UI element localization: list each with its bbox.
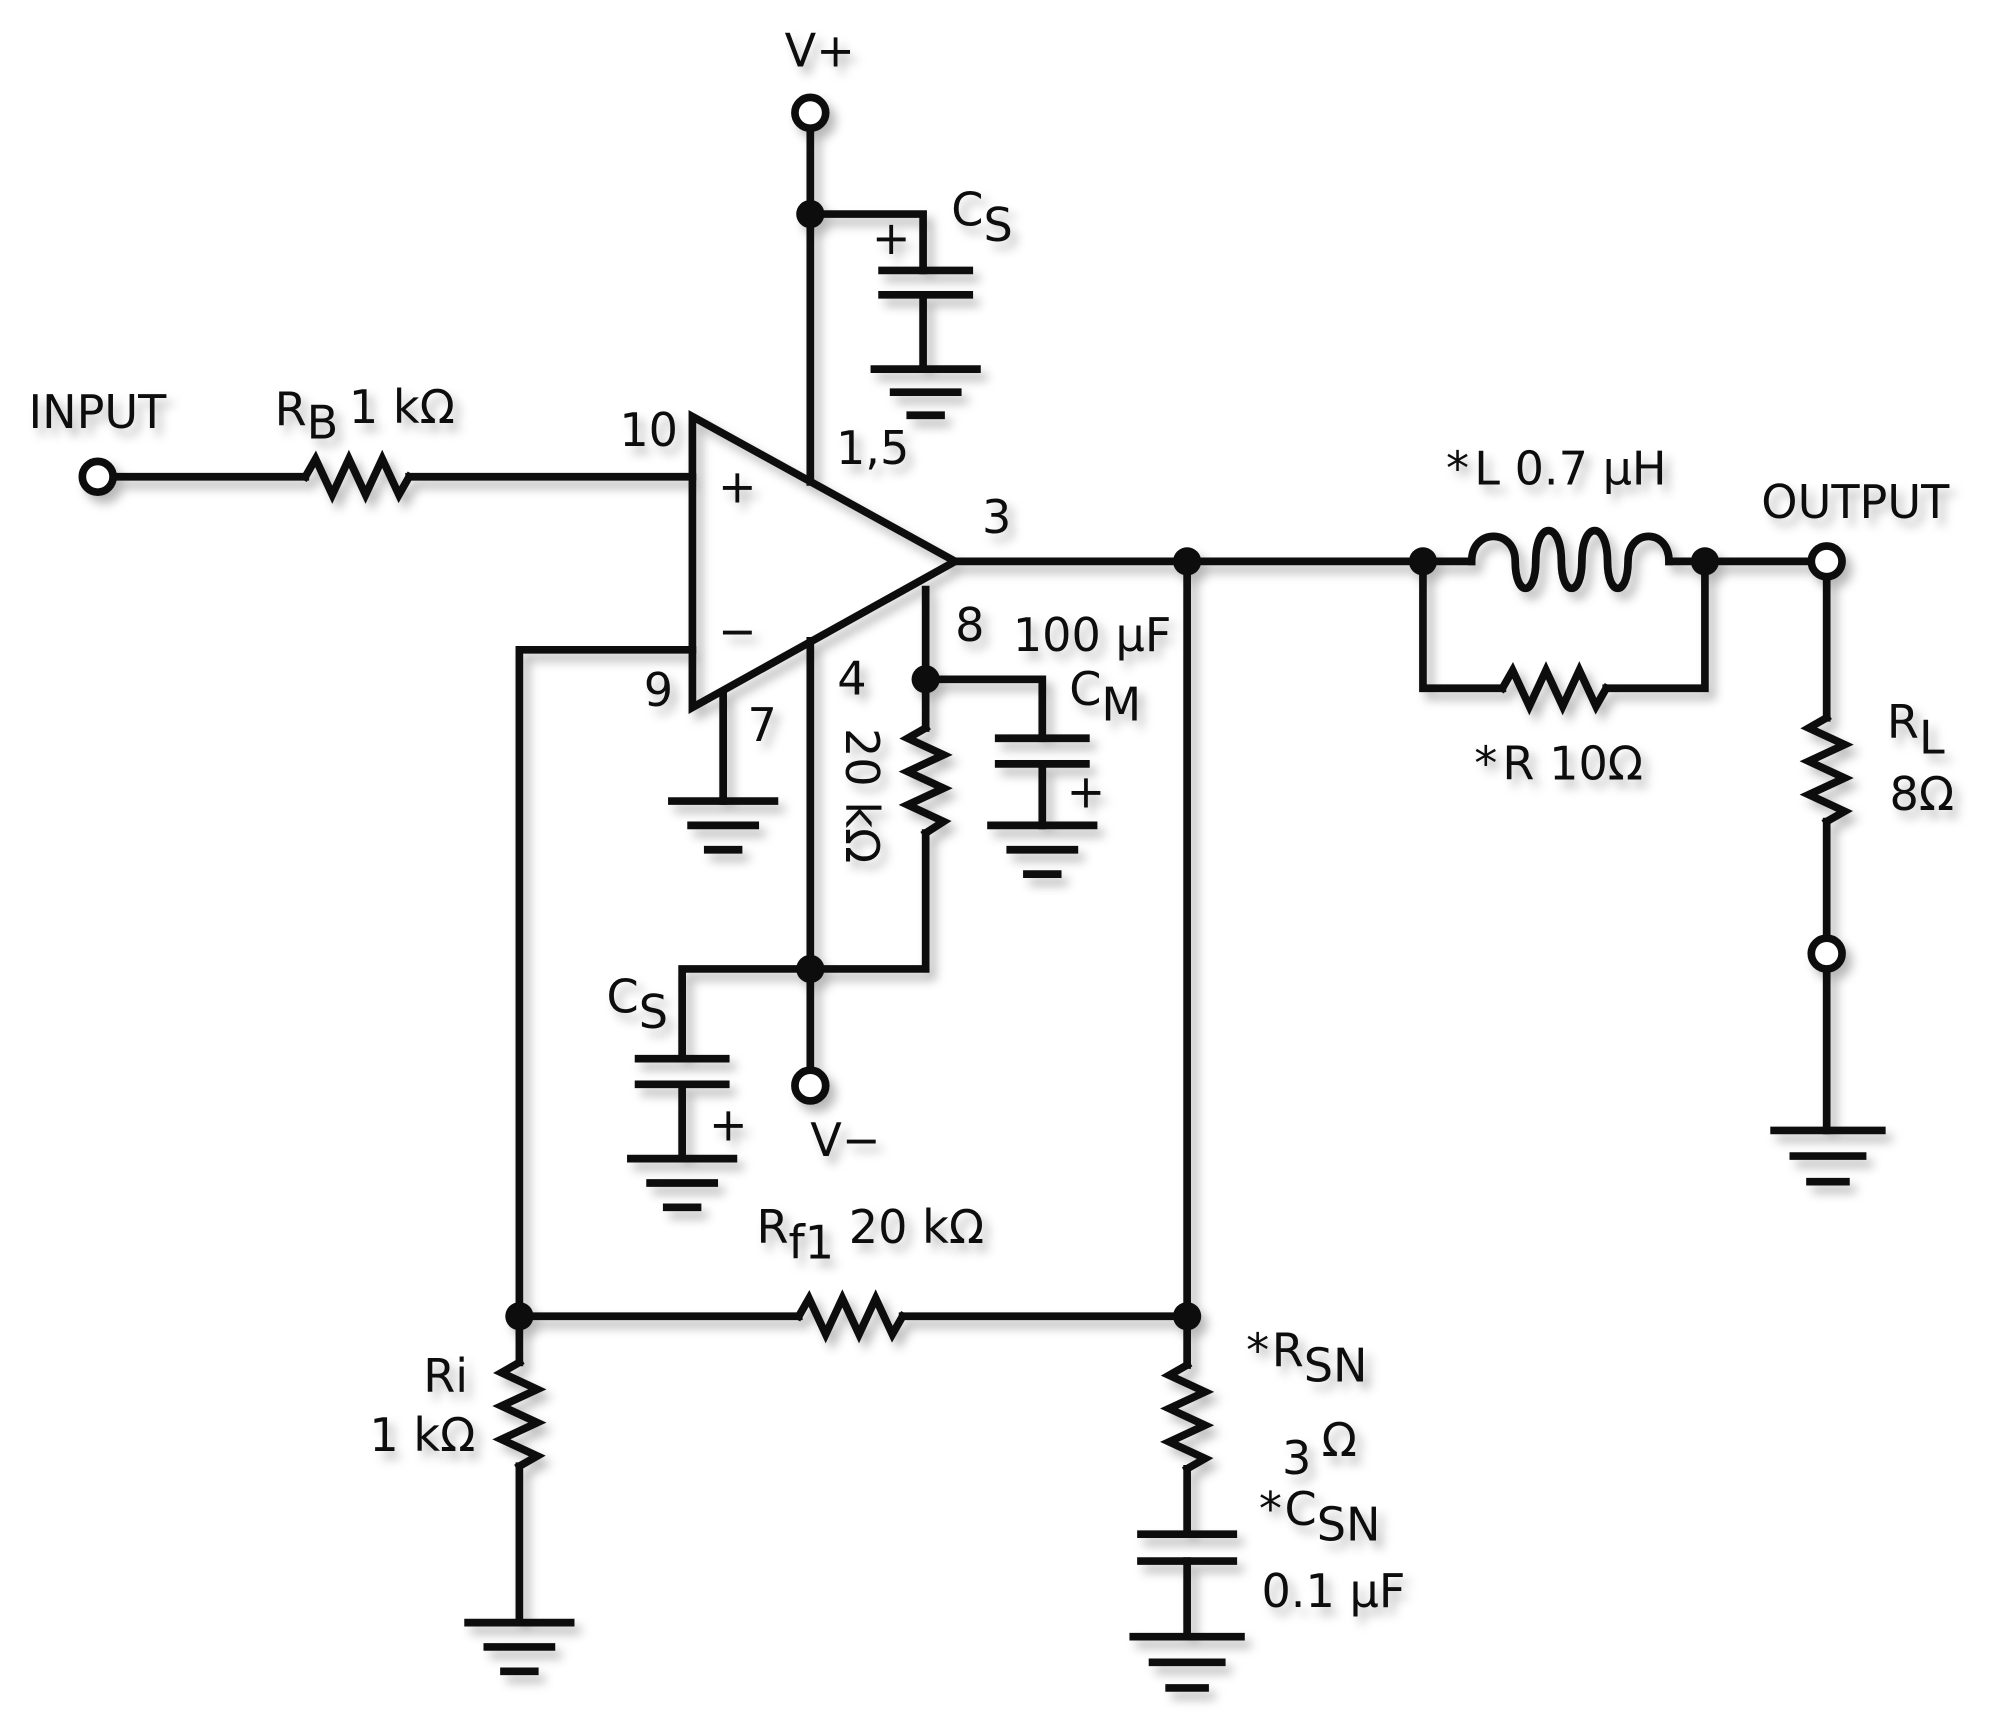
r20k-label: 20 kΩ <box>835 728 889 863</box>
opamp-minus-sign: − <box>718 604 757 658</box>
r20k-to-vminus-wire <box>806 829 930 973</box>
vplus-terminal <box>791 93 830 133</box>
rf1-value: 20 kΩ <box>849 1200 984 1254</box>
junction-output <box>1173 547 1202 576</box>
ground-cs-top <box>870 365 981 420</box>
ground-cs-bottom <box>627 1154 738 1212</box>
opamp-triangle <box>688 410 964 715</box>
r-parallel-label: *R 10Ω <box>1474 736 1643 790</box>
pin-9-label: 9 <box>644 663 673 717</box>
cs-top-label: CS <box>951 183 1013 252</box>
junction-vminus-cs <box>796 954 825 984</box>
csn-value: 0.1 μF <box>1261 1564 1405 1618</box>
resistor-rsn <box>1160 1359 1215 1475</box>
rpar-right-wire <box>1602 557 1709 693</box>
input-label: INPUT <box>28 385 167 439</box>
pin-4-label: 4 <box>837 652 866 706</box>
inductor-l <box>1467 527 1673 593</box>
junction-lr-left <box>1408 547 1438 576</box>
pin-15-label: 1,5 <box>836 421 909 475</box>
resistor-20k <box>898 722 953 839</box>
rsn-label: *RSN <box>1246 1323 1367 1392</box>
pin-3-label: 3 <box>982 490 1011 544</box>
resistor-r-parallel <box>1497 661 1612 716</box>
resistor-rb <box>300 449 415 504</box>
ground-load <box>1770 1126 1886 1186</box>
vplus-label: V+ <box>785 24 855 78</box>
junction-vplus-cs <box>796 199 825 229</box>
inductor-label: *L 0.7 μH <box>1446 441 1667 495</box>
junction-pin8-cm <box>911 665 940 694</box>
opamp-plus-sign: + <box>718 459 757 513</box>
resistor-ri <box>492 1357 547 1472</box>
pin-8-label: 8 <box>955 598 984 652</box>
resistor-rf1 <box>793 1289 908 1344</box>
junction-lr-right <box>1690 547 1720 576</box>
cs-top-plus: + <box>872 211 911 265</box>
rb-label: RB <box>275 383 339 450</box>
vminus-label: V− <box>810 1113 880 1167</box>
cs-bottom-plus: + <box>709 1098 748 1152</box>
resistor-rl <box>1799 712 1854 827</box>
cs-bottom-label: CS <box>607 970 669 1039</box>
cm-label: CM <box>1069 662 1141 731</box>
load-lower-terminal <box>1807 934 1846 973</box>
minus-feedback-wire <box>515 645 697 1367</box>
ground-cm <box>987 821 1098 878</box>
rb-value: 1 kΩ <box>349 380 455 434</box>
ground-pin7 <box>668 797 779 854</box>
cs-top-wire <box>806 210 927 275</box>
cm-plus: + <box>1067 764 1106 818</box>
rl-value: 8Ω <box>1889 767 1954 821</box>
rpar-left-wire <box>1419 557 1507 693</box>
pin-7-label: 7 <box>748 698 777 752</box>
cm-value-label: 100 μF <box>1013 608 1172 662</box>
rf1-label: Rf1 <box>756 1200 834 1269</box>
output-label: OUTPUT <box>1761 475 1950 529</box>
rl-label: RL <box>1887 695 1945 764</box>
ri-label: Ri <box>423 1349 468 1403</box>
junction-rf1-right <box>1173 1302 1202 1331</box>
input-terminal <box>78 457 117 497</box>
cs-bottom-wire <box>678 965 815 1063</box>
ground-ri <box>464 1618 575 1676</box>
vminus-terminal <box>791 1066 830 1105</box>
output-terminal <box>1807 542 1846 581</box>
pin-10-label: 10 <box>619 403 678 457</box>
junction-rf1-left <box>505 1302 534 1331</box>
ground-csn <box>1129 1632 1245 1692</box>
csn-label: *CSN <box>1259 1482 1381 1551</box>
ri-value: 1 kΩ <box>369 1408 475 1462</box>
cm-wire <box>921 675 1047 743</box>
